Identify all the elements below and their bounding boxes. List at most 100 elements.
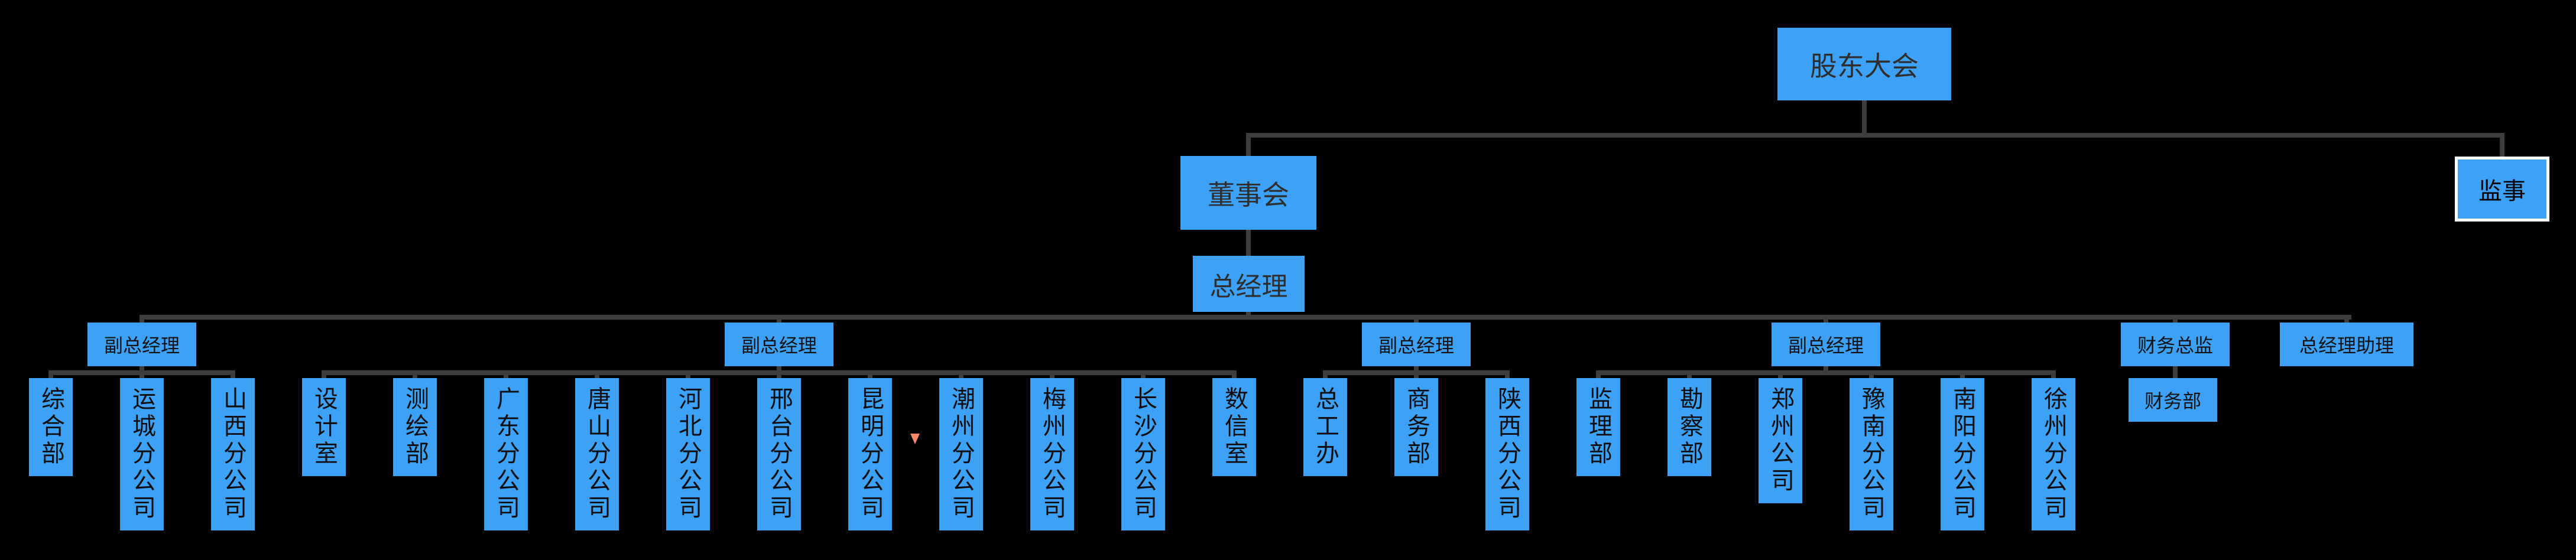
node-label: 财务部 [2144,390,2201,412]
node-label: 股东大会 [1810,50,1919,82]
dept-node[interactable]: 山西分公司 [211,378,255,530]
dept-node[interactable]: 运城分公司 [120,378,164,530]
connector [777,375,781,378]
connector [2344,320,2349,323]
connector [1050,375,1055,378]
dept-node[interactable]: 数信室 [1212,378,1256,476]
dept-node[interactable]: 监理部 [1576,378,1620,476]
node-label: 陕西分公司 [1494,386,1521,522]
dept-node[interactable]: 勘察部 [1667,378,1711,476]
connector [1869,375,1874,378]
dept-node[interactable]: 唐山分公司 [575,378,619,530]
connector [1323,370,1510,375]
connector [2500,138,2504,157]
node-general-manager[interactable]: 总经理 [1193,256,1305,312]
connector [1862,100,1867,138]
connector [868,375,872,378]
node-finance-director[interactable]: 财务总监 [2121,323,2230,366]
connector [1824,366,1828,370]
connector [322,370,1237,375]
connector [231,375,235,378]
node-label: 商务部 [1403,386,1430,468]
node-label: 总经理 [1209,271,1288,302]
dept-node[interactable]: 设计室 [302,378,346,476]
connector [1960,375,1965,378]
dept-node[interactable]: 广东分公司 [484,378,528,530]
connector [686,375,690,378]
connector [1596,375,1601,378]
dept-node[interactable]: 综合部 [29,378,73,476]
dept-node[interactable]: 郑州公司 [1759,378,1802,503]
node-label: 副总经理 [1787,334,1864,357]
connector [1246,230,1251,256]
node-label: 副总经理 [103,334,180,357]
connector [139,375,144,378]
node-supervisor[interactable]: 监事 [2455,157,2549,222]
connector [1414,366,1419,370]
node-gm-assistant[interactable]: 总经理助理 [2280,323,2413,366]
connector [1246,312,1251,316]
node-label: 总工办 [1312,386,1339,468]
connector [1687,375,1692,378]
dept-node[interactable]: 商务部 [1394,378,1438,476]
node-label: 潮州分公司 [948,386,975,522]
dept-node[interactable]: 豫南分公司 [1850,378,1893,530]
connector [139,315,2351,320]
node-label: 监事 [2478,178,2526,205]
connector [2051,375,2056,378]
node-label: 综合部 [37,386,64,468]
connector [504,375,508,378]
connector [1246,138,1251,156]
dept-node[interactable]: 徐州分公司 [2032,378,2075,530]
dept-node[interactable]: 潮州分公司 [939,378,983,530]
connector [413,375,417,378]
dept-node[interactable]: 测绘部 [393,378,437,476]
node-deputy-gm-2[interactable]: 副总经理 [725,323,833,366]
connector [1232,375,1237,378]
node-board-of-directors[interactable]: 董事会 [1180,156,1316,230]
node-deputy-gm-1[interactable]: 副总经理 [87,323,196,366]
node-label: 南阳分公司 [1949,386,1976,522]
node-deputy-gm-3[interactable]: 副总经理 [1362,323,1471,366]
node-label: 财务总监 [2137,334,2213,357]
connector [1246,133,2504,138]
connector [2173,366,2178,378]
dept-node[interactable]: 河北分公司 [666,378,710,530]
node-label: 监理部 [1585,386,1612,468]
node-label: 副总经理 [741,334,817,357]
connector [959,375,963,378]
connector [1505,375,1510,378]
connector [1824,320,1828,323]
connector [48,370,235,375]
node-shareholders-meeting[interactable]: 股东大会 [1777,28,1951,100]
cursor-marker-icon [910,434,920,444]
connector [139,320,144,323]
node-finance-dept[interactable]: 财务部 [2129,378,2217,422]
node-label: 河北分公司 [674,386,702,522]
dept-node[interactable]: 长沙分公司 [1121,378,1165,530]
node-label: 昆明分公司 [856,386,884,522]
dept-node[interactable]: 南阳分公司 [1941,378,1984,530]
node-label: 豫南分公司 [1858,386,1885,522]
node-label: 测绘部 [401,386,429,468]
node-label: 郑州公司 [1767,386,1794,495]
node-label: 运城分公司 [128,386,155,522]
dept-node[interactable]: 陕西分公司 [1485,378,1529,530]
connector [777,366,781,370]
node-label: 邢台分公司 [765,386,793,522]
node-label: 徐州分公司 [2040,386,2067,522]
dept-node[interactable]: 昆明分公司 [848,378,892,530]
connector [2173,320,2178,323]
connector [1778,375,1783,378]
connector [322,375,326,378]
dept-node[interactable]: 梅州分公司 [1030,378,1074,530]
connector [1596,370,2056,375]
connector [1414,320,1419,323]
node-label: 梅州分公司 [1039,386,1066,522]
connector [48,375,53,378]
dept-node[interactable]: 邢台分公司 [757,378,801,530]
dept-node[interactable]: 总工办 [1303,378,1347,476]
connector [595,375,599,378]
node-deputy-gm-4[interactable]: 副总经理 [1772,323,1880,366]
